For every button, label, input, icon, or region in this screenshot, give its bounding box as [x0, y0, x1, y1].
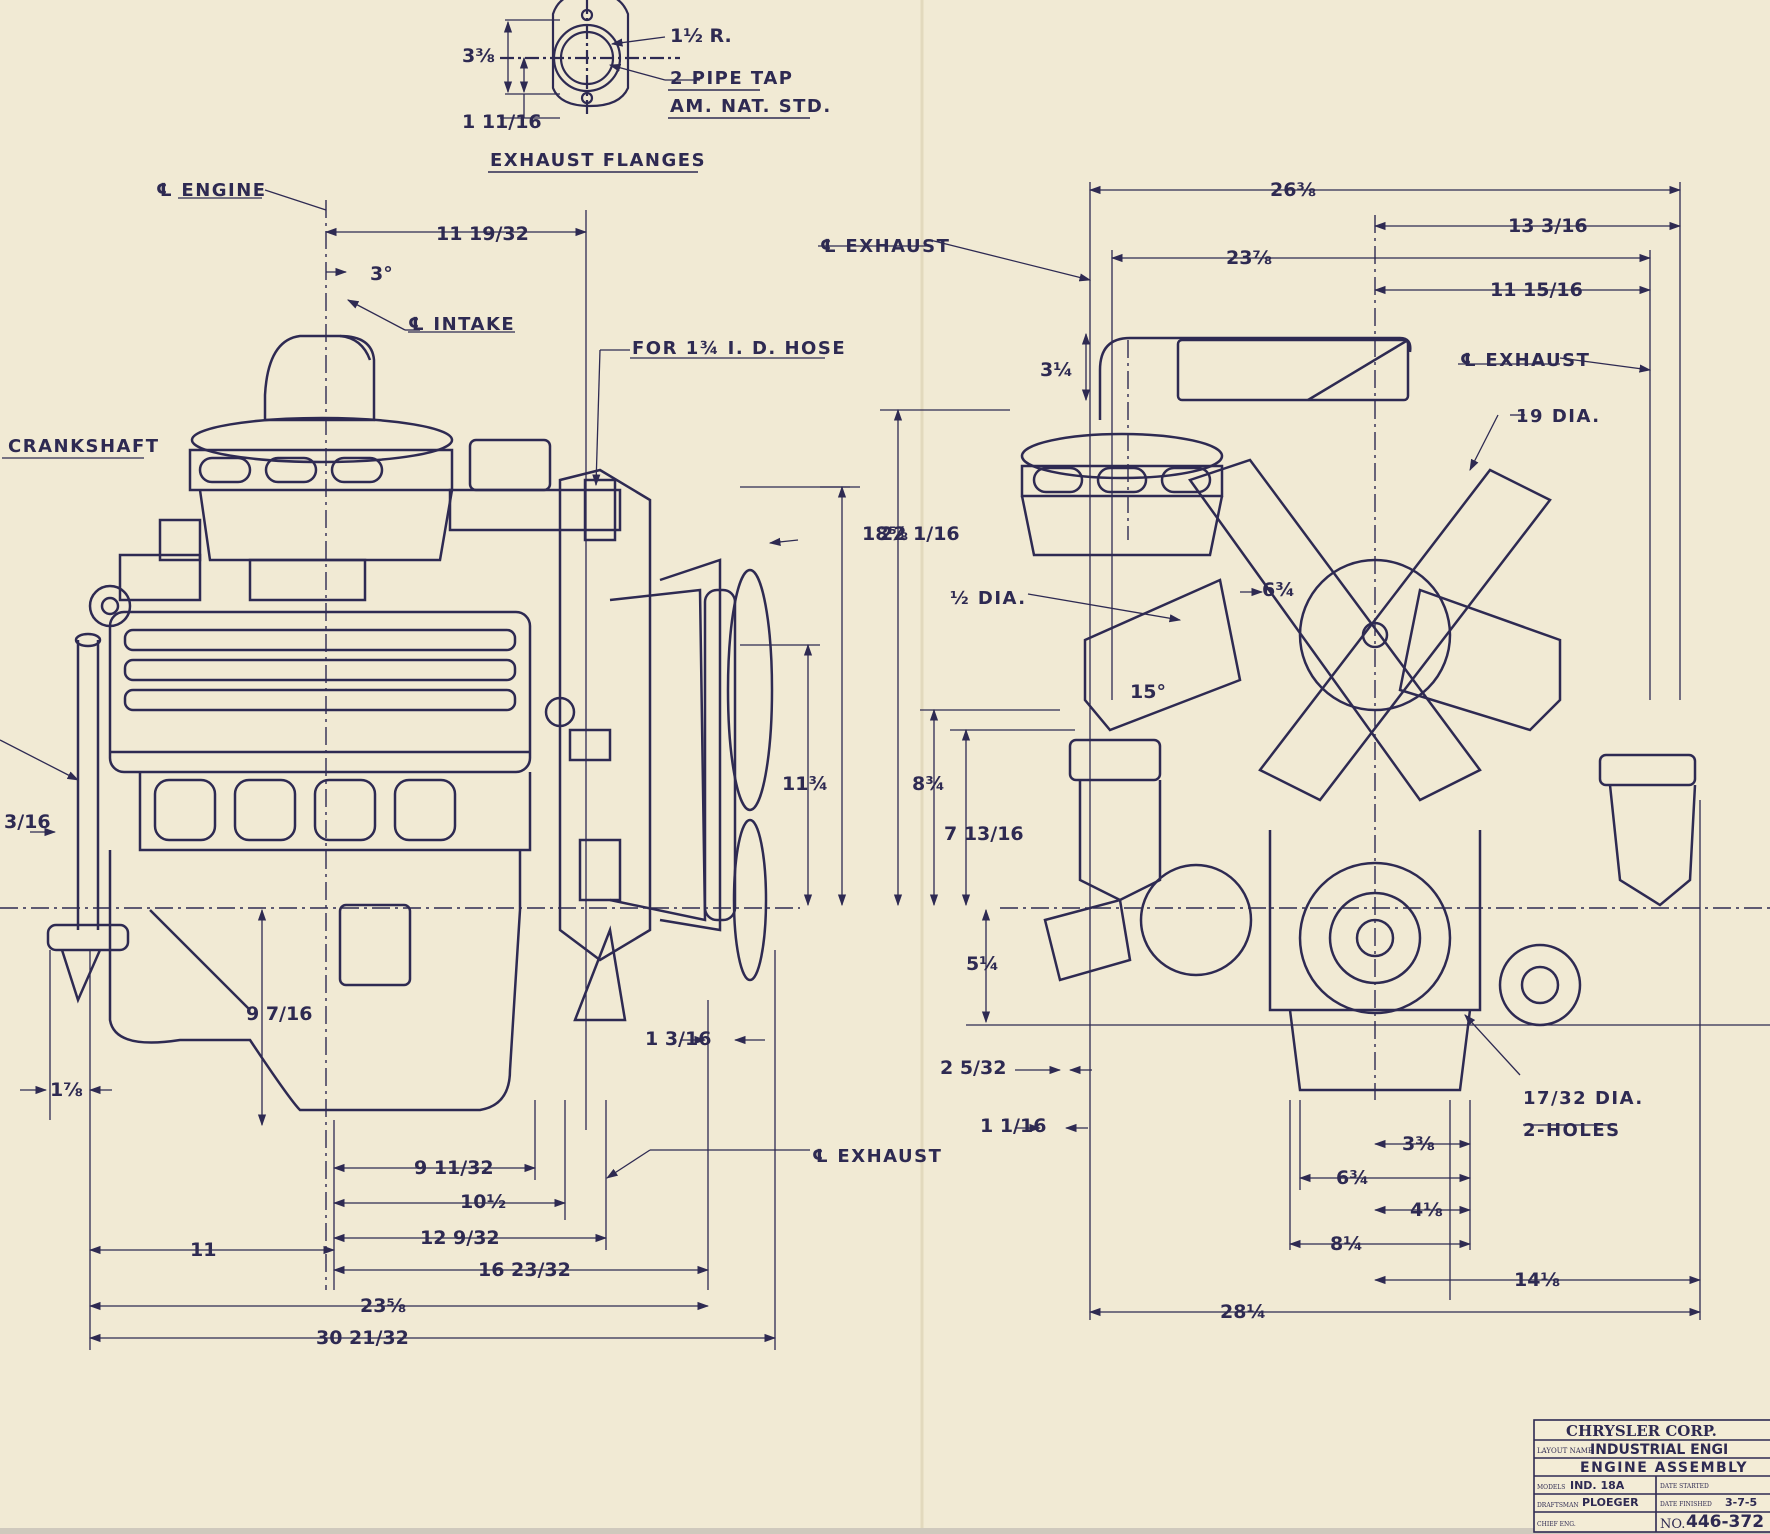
flange-offset-dim: 1 11/16 — [462, 111, 542, 133]
dim-front-7-13-16: 7 13/16 — [944, 823, 1024, 845]
intake-centerline-label: ℄ INTAKE — [408, 314, 515, 335]
title-block-draftsman: PLOEGER — [1582, 1496, 1639, 1509]
dim-side-9-11-32: 9 11/32 — [414, 1157, 494, 1179]
title-block: CHRYSLER CORP. LAYOUT NAME INDUSTRIAL EN… — [1533, 1419, 1770, 1533]
title-block-layout-name: INDUSTRIAL ENGI — [1590, 1442, 1728, 1458]
dim-side-11-3-4: 11¾ — [782, 773, 828, 795]
title-block-title: ENGINE ASSEMBLY — [1580, 1460, 1748, 1476]
dim-front-13-3-16: 13 3/16 — [1508, 215, 1588, 237]
dim-side-1-7-8: 1⅞ — [50, 1079, 83, 1101]
dim-front-1-1-16: 1 1/16 — [980, 1115, 1046, 1137]
title-block-layout-label: LAYOUT NAME — [1537, 1447, 1593, 1455]
dim-front-22-1-16: 22 1/16 — [880, 523, 960, 545]
dim-front-8-1-4: 8¼ — [1330, 1233, 1363, 1255]
exhaust-centerline-right: ℄ EXHAUST — [1460, 350, 1590, 371]
dim-side-11-19-32: 11 19/32 — [436, 223, 529, 245]
dim-front-8-3-4: 8¾ — [912, 773, 945, 795]
exhaust-centerline-bottom: ℄ EXHAUST — [812, 1146, 942, 1167]
dim-side-10-1-2: 10½ — [460, 1191, 506, 1213]
hose-label: FOR 1¾ I. D. HOSE — [632, 338, 846, 359]
dim-front-11-15-16: 11 15/16 — [1490, 279, 1583, 301]
engine-centerline-label: ℄ ENGINE — [156, 180, 267, 201]
fan-diameter-label: 19 DIA. — [1516, 406, 1601, 427]
half-dia-label: ½ DIA. — [950, 588, 1027, 609]
exhaust-centerline-left: ℄ EXHAUST — [820, 236, 950, 257]
dim-front-3-3-8: 3⅜ — [1402, 1133, 1435, 1155]
dim-side-12-9-32: 12 9/32 — [420, 1227, 500, 1249]
dim-front-15-degrees: 15° — [1130, 681, 1166, 703]
dim-front-6-3-4-upper: 6¾ — [1262, 579, 1295, 601]
dim-side-1-3-16: 1 3/16 — [645, 1028, 711, 1050]
flange-radius-label: 1½ R. — [670, 25, 732, 47]
front-view: ℄ EXHAUST ℄ EXHAUST 19 DIA. ½ DIA. 17/32… — [818, 179, 1770, 1323]
dim-front-2-5-32: 2 5/32 — [940, 1057, 1006, 1079]
title-block-date-finished: 3-7-5 — [1725, 1496, 1757, 1509]
dim-front-14-1-8: 14⅛ — [1514, 1269, 1560, 1291]
holes-count-label: 2-HOLES — [1523, 1120, 1621, 1141]
title-block-models: IND. 18A — [1570, 1479, 1625, 1492]
crankshaft-label: CRANKSHAFT — [8, 436, 160, 457]
title-block-company: CHRYSLER CORP. — [1566, 1422, 1717, 1440]
holes-dia-label: 17/32 DIA. — [1523, 1088, 1644, 1109]
dim-side-9-7-16: 9 7/16 — [246, 1003, 312, 1025]
dim-side-16-23-32: 16 23/32 — [478, 1259, 571, 1281]
title-block-models-label: MODELS — [1537, 1484, 1565, 1491]
dim-front-6-3-4: 6¾ — [1336, 1167, 1369, 1189]
title-block-number: 446-372 — [1686, 1512, 1764, 1532]
pipe-tap-label: 2 PIPE TAP — [670, 68, 793, 89]
dim-front-26-3-8: 26⅜ — [1270, 179, 1316, 201]
dim-intake-angle: 3° — [370, 263, 393, 285]
title-block-draftsman-label: DRAFTSMAN — [1537, 1502, 1579, 1509]
dim-side-30-21-32: 30 21/32 — [316, 1327, 409, 1349]
dim-side-11: 11 — [190, 1239, 216, 1261]
title-block-date-finished-label: DATE FINISHED — [1660, 1501, 1712, 1508]
side-view: ℄ ENGINE ℄ INTAKE CRANKSHAFT FOR 1¾ I. D… — [0, 180, 942, 1350]
pipe-standard-label: AM. NAT. STD. — [670, 96, 832, 117]
dim-front-5-1-4: 5¼ — [966, 953, 999, 975]
dim-front-28-1-4: 28¼ — [1220, 1301, 1266, 1323]
title-block-chief-label: CHIEF ENG. — [1537, 1521, 1576, 1528]
dim-front-4-1-8: 4⅛ — [1410, 1199, 1443, 1221]
flange-height-dim: 3⅜ — [462, 45, 495, 67]
exhaust-flanges-title: EXHAUST FLANGES — [490, 150, 706, 171]
exhaust-flange-detail: 3⅜ 1 11/16 1½ R. 2 PIPE TAP AM. NAT. STD… — [462, 0, 832, 173]
title-block-number-label: NO. — [1660, 1517, 1685, 1532]
dim-side-23-5-8: 23⅝ — [360, 1295, 406, 1317]
dim-front-23-7-8: 23⅞ — [1226, 247, 1272, 269]
title-block-date-started-label: DATE STARTED — [1660, 1483, 1709, 1490]
dim-side-3-16: 3/16 — [4, 811, 51, 833]
dim-front-3-1-4: 3¼ — [1040, 359, 1073, 381]
